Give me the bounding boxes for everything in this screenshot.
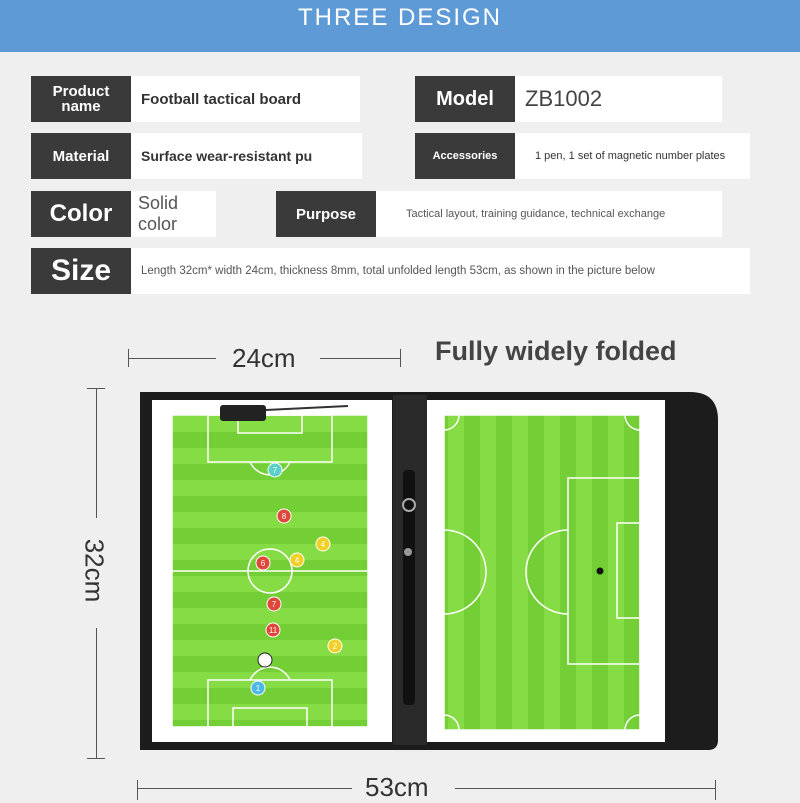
dimension-tick [137,780,138,800]
magnet-number: 7 [272,600,277,609]
height-dimension-line-top [96,388,97,518]
width-label: 24cm [232,343,296,373]
label-size: Size [31,248,131,294]
value-accessories: 1 pen, 1 set of magnetic number plates [515,133,750,179]
magnet-number: 11 [269,626,278,635]
ball-magnet [257,652,273,668]
width-dimension-line-left [128,358,216,359]
width-dimension-line-right [320,358,400,359]
pen-clip [220,405,266,421]
magnet-number: 6 [261,559,266,568]
label-purpose: Purpose [276,191,376,237]
magnet [315,536,331,552]
magnet [276,508,292,524]
label-material: Material [31,133,131,179]
dimension-tick [715,780,716,800]
value-material: Surface wear-resistant pu [131,133,362,179]
magnet-number: 1 [256,684,261,693]
right-board [427,400,665,742]
label-color: Color [31,191,131,237]
height-dimension-line-bottom [96,628,97,758]
magnet [255,555,271,571]
dimension-tick [128,349,129,367]
caption: Fully widely folded [435,336,677,366]
label-product-name: Product name [31,76,131,122]
magnet [266,596,282,612]
pen [265,405,349,411]
value-size: Length 32cm* width 24cm, thickness 8mm, … [131,248,750,294]
magnet-number: 2 [333,642,338,651]
magnet [250,680,266,696]
value-color: Solid color [131,191,216,237]
total-length-label: 53cm [365,772,429,802]
magnet [289,552,305,568]
banner-title: THREE DESIGN [0,0,800,52]
left-board [152,400,392,742]
magnet [267,462,283,478]
value-product-name: Football tactical board [131,76,360,122]
magnet [327,638,343,654]
magnet-number: 8 [282,512,287,521]
value-model: ZB1002 [515,76,722,122]
total-dimension-line-right [455,788,715,789]
magnet-number: 7 [273,466,278,475]
label-accessories: Accessories [415,133,515,179]
spine-strap [402,470,416,705]
dimension-tick [87,758,105,759]
magnet [265,622,281,638]
number-magnets: 7 8 4 6 4 7 11 2 1 [250,462,343,696]
magnet-number: 4 [295,556,300,565]
value-purpose: Tactical layout, training guidance, tech… [376,191,722,237]
label-model: Model [415,76,515,122]
dimension-tick [87,388,105,389]
magnet-number: 4 [321,540,326,549]
dimension-tick [400,349,401,367]
total-dimension-line-left [137,788,352,789]
